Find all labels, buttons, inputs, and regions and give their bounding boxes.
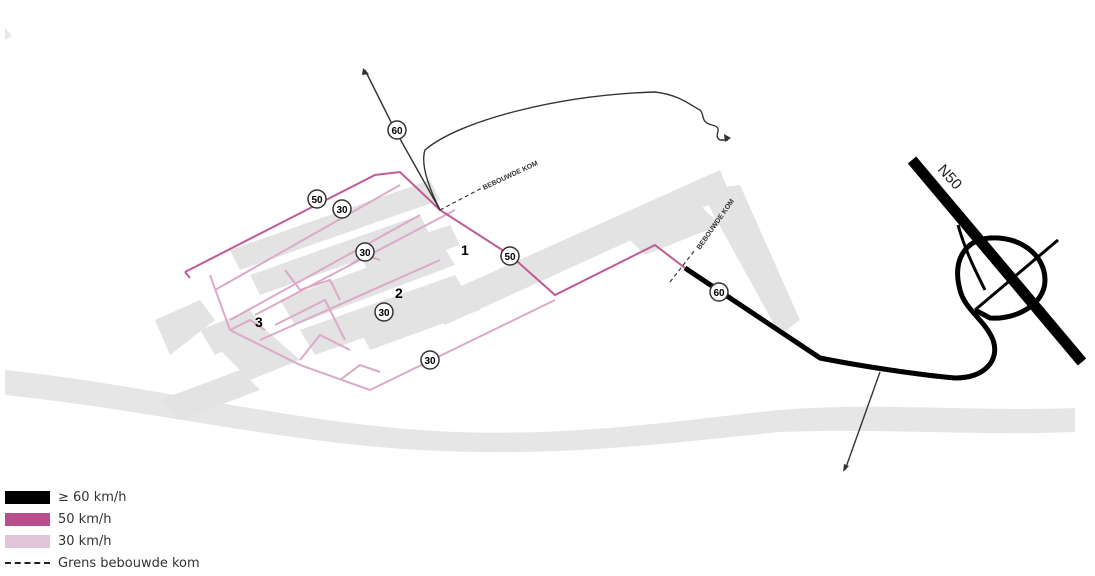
road-arrows	[362, 68, 849, 472]
zone-number-3: 3	[255, 314, 263, 330]
speed-sign-50-west: 50	[307, 189, 327, 209]
speed-sign-30-zone2: 30	[374, 302, 394, 322]
legend-label-30: 30 km/h	[58, 533, 112, 549]
svg-text:30: 30	[424, 356, 436, 367]
speed-sign-60-north: 60	[387, 120, 407, 140]
legend-swatch-30	[5, 534, 50, 548]
legend-item-50: 50 km/h	[5, 508, 265, 530]
legend-item-boundary: Grens bebouwde kom	[5, 552, 265, 574]
zone-number-1: 1	[461, 242, 469, 258]
roads-60	[683, 156, 1087, 381]
legend-swatch-boundary	[5, 562, 50, 564]
speed-sign-50-east: 50	[500, 246, 520, 266]
boundary-label-north: BEBOUWDE KOM	[482, 160, 539, 192]
legend-label-50: 50 km/h	[58, 511, 112, 527]
speed-sign-30-center: 30	[355, 242, 375, 262]
roads-50	[184, 170, 686, 297]
speed-sign-30-west: 30	[332, 199, 352, 219]
legend-label-60: ≥ 60 km/h	[58, 489, 127, 505]
legend: ≥ 60 km/h 50 km/h 30 km/h Grens bebouwde…	[5, 486, 265, 574]
zone-number-2: 2	[395, 285, 403, 301]
legend-label-boundary: Grens bebouwde kom	[58, 555, 200, 571]
boundary-lines	[439, 187, 696, 283]
legend-swatch-50	[5, 512, 50, 526]
river	[5, 28, 1075, 453]
svg-text:60: 60	[713, 288, 725, 299]
svg-text:30: 30	[359, 248, 371, 259]
legend-item-30: 30 km/h	[5, 530, 265, 552]
svg-text:50: 50	[311, 195, 323, 206]
svg-text:30: 30	[378, 308, 390, 319]
legend-swatch-60	[5, 490, 50, 504]
legend-item-60: ≥ 60 km/h	[5, 486, 265, 508]
speed-sign-60-east: 60	[709, 282, 729, 302]
svg-text:50: 50	[504, 252, 516, 263]
svg-text:30: 30	[336, 205, 348, 216]
buildings	[155, 170, 800, 420]
speed-sign-30-south: 30	[420, 350, 440, 370]
svg-text:60: 60	[391, 126, 403, 137]
roads-30	[209, 184, 556, 392]
